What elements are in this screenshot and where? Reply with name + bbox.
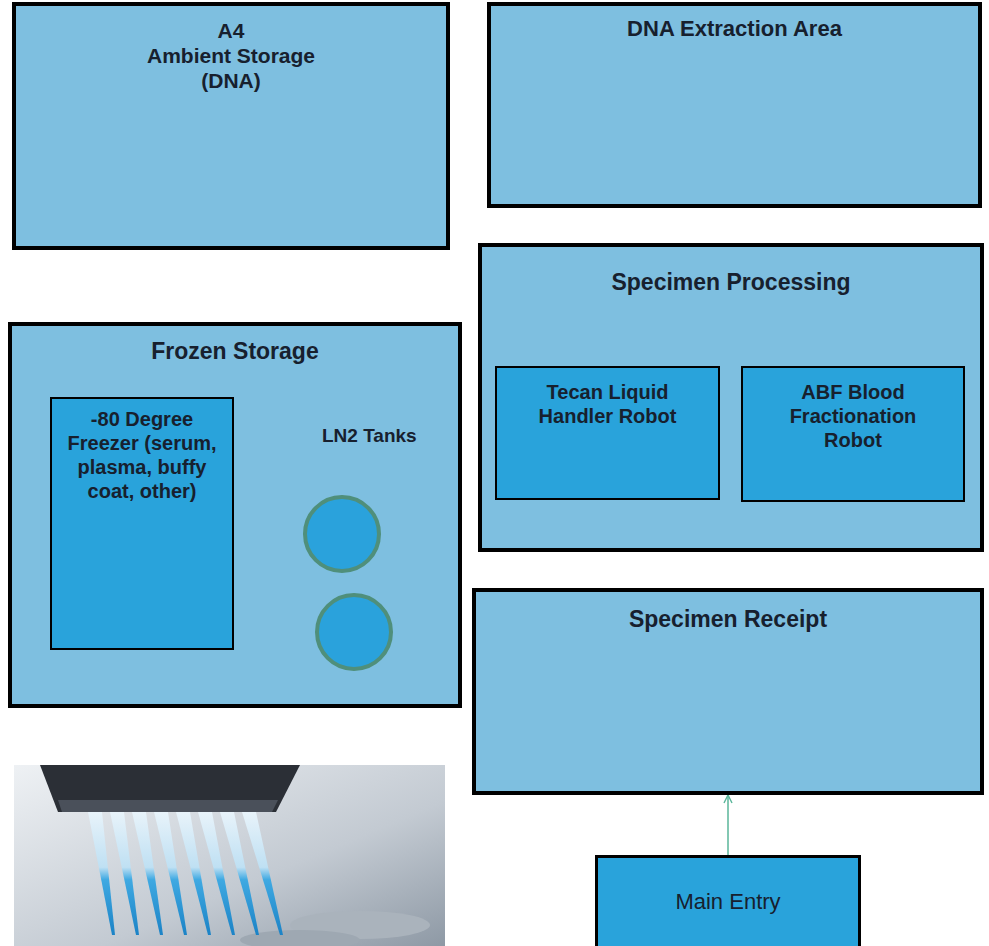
entry-box: Main Entry [595, 855, 861, 946]
ln2-tank [305, 497, 379, 571]
storage-area: A4Ambient Storage (DNA) [12, 2, 450, 250]
box-title: ABF Blood Fractionation Robot [781, 380, 926, 452]
box-text: Ambient Storage (DNA) [144, 43, 319, 93]
box-title: A4 [218, 18, 245, 43]
pipette-head-rim [58, 800, 278, 812]
flow-arrow [727, 795, 729, 855]
pipette-head [40, 765, 300, 812]
photo-ground [14, 765, 445, 946]
work-area: Specimen ProcessingTecan Liquid Handler … [478, 243, 984, 552]
equipment-label: LN2 Tanks [322, 425, 417, 447]
box-title: Frozen Storage [151, 338, 318, 366]
pipette-tip [242, 812, 283, 935]
storage-area: Frozen Storage -80 Degree Freezer (serum,… [8, 322, 462, 708]
ln2-tank [317, 595, 391, 669]
box-title: Specimen Processing [611, 269, 850, 297]
robot-box: ABF Blood Fractionation Robot [741, 366, 965, 502]
pipette-tip [110, 812, 139, 935]
box-title: -80 Degree Freezer (serum, plasma, buffy… [67, 407, 217, 503]
box-title: DNA Extraction Area [627, 16, 842, 42]
freezer-box: -80 Degree Freezer (serum, plasma, buffy… [50, 397, 234, 650]
work-area: DNA Extraction Area [487, 2, 982, 208]
pipette-tip [88, 812, 115, 935]
work-area: Specimen Receipt [472, 588, 984, 795]
box-title: Specimen Receipt [629, 606, 827, 634]
box-title: Main Entry [675, 889, 780, 915]
pipette-tips [88, 812, 283, 935]
pipette-tip [132, 812, 163, 935]
box-title: Tecan Liquid Handler Robot [525, 380, 690, 428]
robot-box: Tecan Liquid Handler Robot [495, 366, 720, 500]
